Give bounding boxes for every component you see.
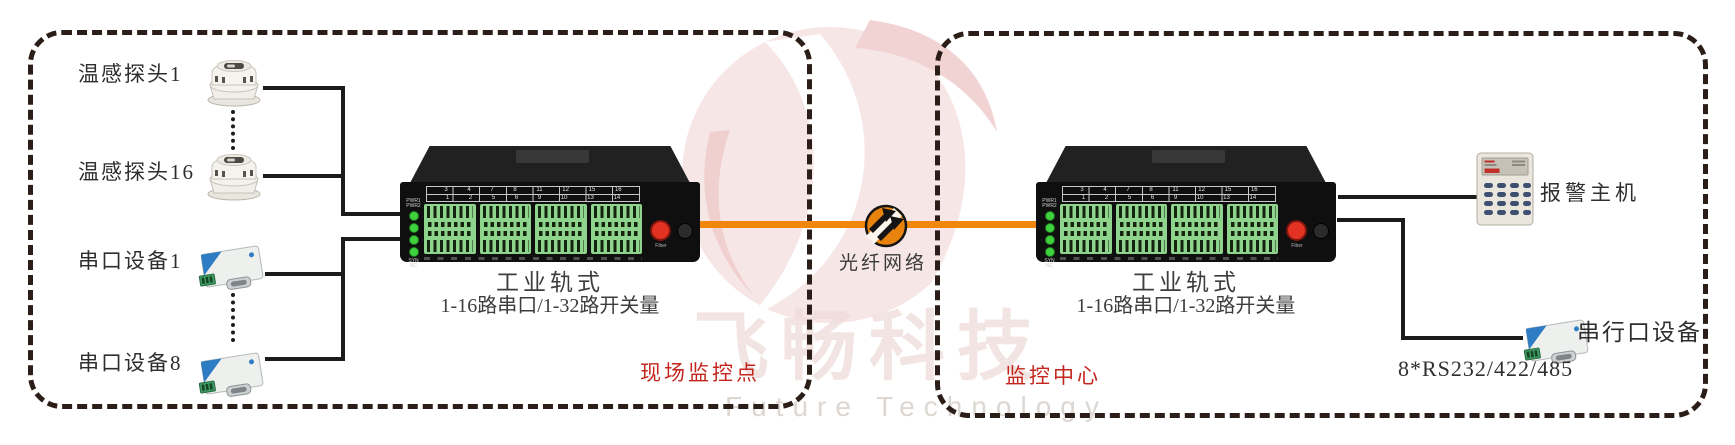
wire-to-serial-c bbox=[1401, 336, 1523, 340]
terminal-block-group bbox=[590, 204, 642, 254]
wire-sensor-bus bbox=[341, 86, 345, 216]
terminal-tick-marks bbox=[1060, 257, 1278, 260]
led-label-pwr1: PWR1 bbox=[1042, 198, 1057, 204]
terminal-blocks bbox=[424, 204, 642, 254]
center-device-title: 工业轨式 bbox=[1132, 270, 1240, 295]
wire-sensor1 bbox=[263, 86, 345, 90]
port-numbers-bottom: 1 2 5 6 9 10 13 14 bbox=[427, 195, 639, 202]
wire-serial-bus bbox=[341, 237, 345, 361]
device-front-panel: 3 4 7 8 11 12 15 16 1 2 5 6 9 10 13 14 P… bbox=[400, 182, 700, 269]
device-chassis-top bbox=[1046, 146, 1326, 183]
fiber-port-connector bbox=[650, 220, 671, 241]
led-label-nc: NC bbox=[1045, 263, 1054, 269]
site-zone-box bbox=[28, 30, 812, 409]
fiber-port-label: Fiber bbox=[1291, 243, 1303, 249]
terminal-blocks bbox=[1060, 204, 1278, 254]
terminal-block-group bbox=[1171, 204, 1223, 254]
port-number-strip: 3 4 7 8 11 12 15 16 1 2 5 6 9 10 13 14 bbox=[426, 186, 640, 202]
serial-first-label: 串口设备1 bbox=[78, 249, 183, 273]
wire-sensor16 bbox=[263, 174, 345, 178]
wire-serial8 bbox=[265, 357, 345, 361]
port-number-strip: 3 4 7 8 11 12 15 16 1 2 5 6 9 10 13 14 bbox=[1062, 186, 1276, 202]
led-column: PWR1 PWR2 SYN NC bbox=[403, 199, 424, 269]
terminal-block-group bbox=[1226, 204, 1278, 254]
brand-logo-watermark bbox=[682, 20, 1001, 323]
led-label-pwr2: PWR2 bbox=[1042, 203, 1057, 209]
wire-to-serial-a bbox=[1337, 218, 1405, 222]
wire-sensor-bus-to-device bbox=[341, 212, 403, 216]
ellipsis-connector bbox=[231, 293, 235, 342]
fiber-port-button bbox=[677, 223, 693, 239]
sensor-first-label: 温感探头1 bbox=[78, 62, 183, 86]
device-front-panel: 3 4 7 8 11 12 15 16 1 2 5 6 9 10 13 14 P… bbox=[1036, 182, 1336, 269]
terminal-tick-marks bbox=[424, 257, 642, 260]
serial-converter-icon bbox=[196, 345, 268, 401]
sensor-last-label: 温感探头16 bbox=[78, 160, 195, 184]
led-label-syn: SYN bbox=[408, 258, 419, 264]
fiber-network-icon bbox=[864, 204, 908, 248]
alarm-host-label: 报警主机 bbox=[1540, 181, 1640, 205]
led-indicator bbox=[408, 223, 419, 233]
serial-converter-icon bbox=[196, 238, 268, 294]
led-column: PWR1 PWR2 SYN NC bbox=[1039, 199, 1060, 269]
brand-watermark-text: 飞畅科技 bbox=[693, 306, 1045, 390]
led-label-pwr1: PWR1 bbox=[406, 198, 421, 204]
led-indicator bbox=[408, 211, 419, 221]
rail-device-center: 3 4 7 8 11 12 15 16 1 2 5 6 9 10 13 14 P… bbox=[1036, 146, 1336, 269]
port-numbers-bottom: 1 2 5 6 9 10 13 14 bbox=[1063, 195, 1275, 202]
terminal-block-group bbox=[535, 204, 587, 254]
smoke-detector-icon bbox=[202, 151, 266, 201]
site-device-subtitle: 1-16路串口/1-32路开关量 bbox=[440, 295, 660, 317]
serial-spec-label: 8*RS232/422/485 bbox=[1398, 356, 1574, 381]
terminal-block-group bbox=[1060, 204, 1112, 254]
fiber-network-label: 光纤网络 bbox=[839, 253, 928, 274]
wire-to-alarm-host bbox=[1338, 195, 1478, 199]
alarm-keypad-icon bbox=[1476, 152, 1534, 226]
led-label-pwr2: PWR2 bbox=[406, 203, 421, 209]
serial-last-label: 串口设备8 bbox=[78, 351, 183, 375]
wire-to-serial-b bbox=[1401, 218, 1405, 340]
site-zone-caption: 现场监控点 bbox=[640, 361, 760, 385]
led-indicator bbox=[408, 247, 419, 257]
terminal-block-group bbox=[479, 204, 531, 254]
smoke-detector-icon bbox=[202, 57, 266, 107]
serial-converter-icon bbox=[1521, 312, 1593, 368]
ellipsis-connector bbox=[231, 110, 235, 150]
wire-serial1 bbox=[265, 272, 345, 276]
led-indicator bbox=[1044, 223, 1055, 233]
device-chassis-top bbox=[410, 146, 690, 183]
led-label-syn: SYN bbox=[1044, 258, 1055, 264]
led-indicator bbox=[1044, 235, 1055, 245]
site-device-title: 工业轨式 bbox=[496, 270, 604, 295]
fiber-port-label: Fiber bbox=[655, 243, 667, 249]
led-indicator bbox=[408, 235, 419, 245]
port-numbers-top: 3 4 7 8 11 12 15 16 bbox=[427, 187, 639, 195]
wire-serial-bus-to-device bbox=[341, 237, 403, 241]
rail-device-site: 3 4 7 8 11 12 15 16 1 2 5 6 9 10 13 14 P… bbox=[400, 146, 700, 269]
center-device-subtitle: 1-16路串口/1-32路开关量 bbox=[1076, 295, 1296, 317]
center-zone-caption: 监控中心 bbox=[1005, 364, 1101, 388]
port-numbers-top: 3 4 7 8 11 12 15 16 bbox=[1063, 187, 1275, 195]
led-label-nc: NC bbox=[409, 263, 418, 269]
serial-device-label: 串行口设备 bbox=[1577, 320, 1702, 345]
terminal-block-group bbox=[424, 204, 476, 254]
fiber-port-button bbox=[1313, 223, 1329, 239]
fiber-port-connector bbox=[1286, 220, 1307, 241]
terminal-block-group bbox=[1115, 204, 1167, 254]
led-indicator bbox=[1044, 211, 1055, 221]
led-indicator bbox=[1044, 247, 1055, 257]
